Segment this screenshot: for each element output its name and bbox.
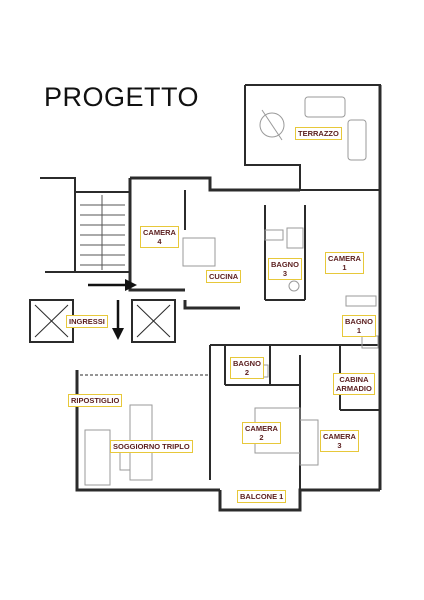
room-label-bagno-1: BAGNO 1 xyxy=(342,315,376,337)
room-label-camera-2: CAMERA 2 xyxy=(242,422,281,444)
room-label-bagno-2: BAGNO 2 xyxy=(230,357,264,379)
arrows xyxy=(88,279,137,340)
room-label-ripostiglio: RIPOSTIGLIO xyxy=(68,394,123,407)
room-label-terrazzo: TERRAZZO xyxy=(295,127,342,140)
room-label-camera-3: CAMERA 3 xyxy=(320,430,359,452)
room-label-bagno-3: BAGNO 3 xyxy=(268,258,302,280)
room-label-soggiorno-triplo: SOGGIORNO TRIPLO xyxy=(110,440,193,453)
plan-title: PROGETTO xyxy=(44,82,200,112)
room-label-balcone-1: BALCONE 1 xyxy=(237,490,287,503)
stair-treads xyxy=(80,195,125,270)
room-label-cucina: CUCINA xyxy=(206,270,242,283)
room-label-ingressi: INGRESSI xyxy=(66,315,108,328)
outer-walls xyxy=(40,84,382,512)
elevator-shafts xyxy=(29,299,176,343)
room-label-cabina-armadio: CABINA ARMADIO xyxy=(333,373,375,395)
room-label-camera-4: CAMERA 4 xyxy=(140,226,179,248)
room-label-camera-1: CAMERA 1 xyxy=(325,252,364,274)
interior-walls xyxy=(80,190,380,490)
furniture xyxy=(84,96,379,486)
